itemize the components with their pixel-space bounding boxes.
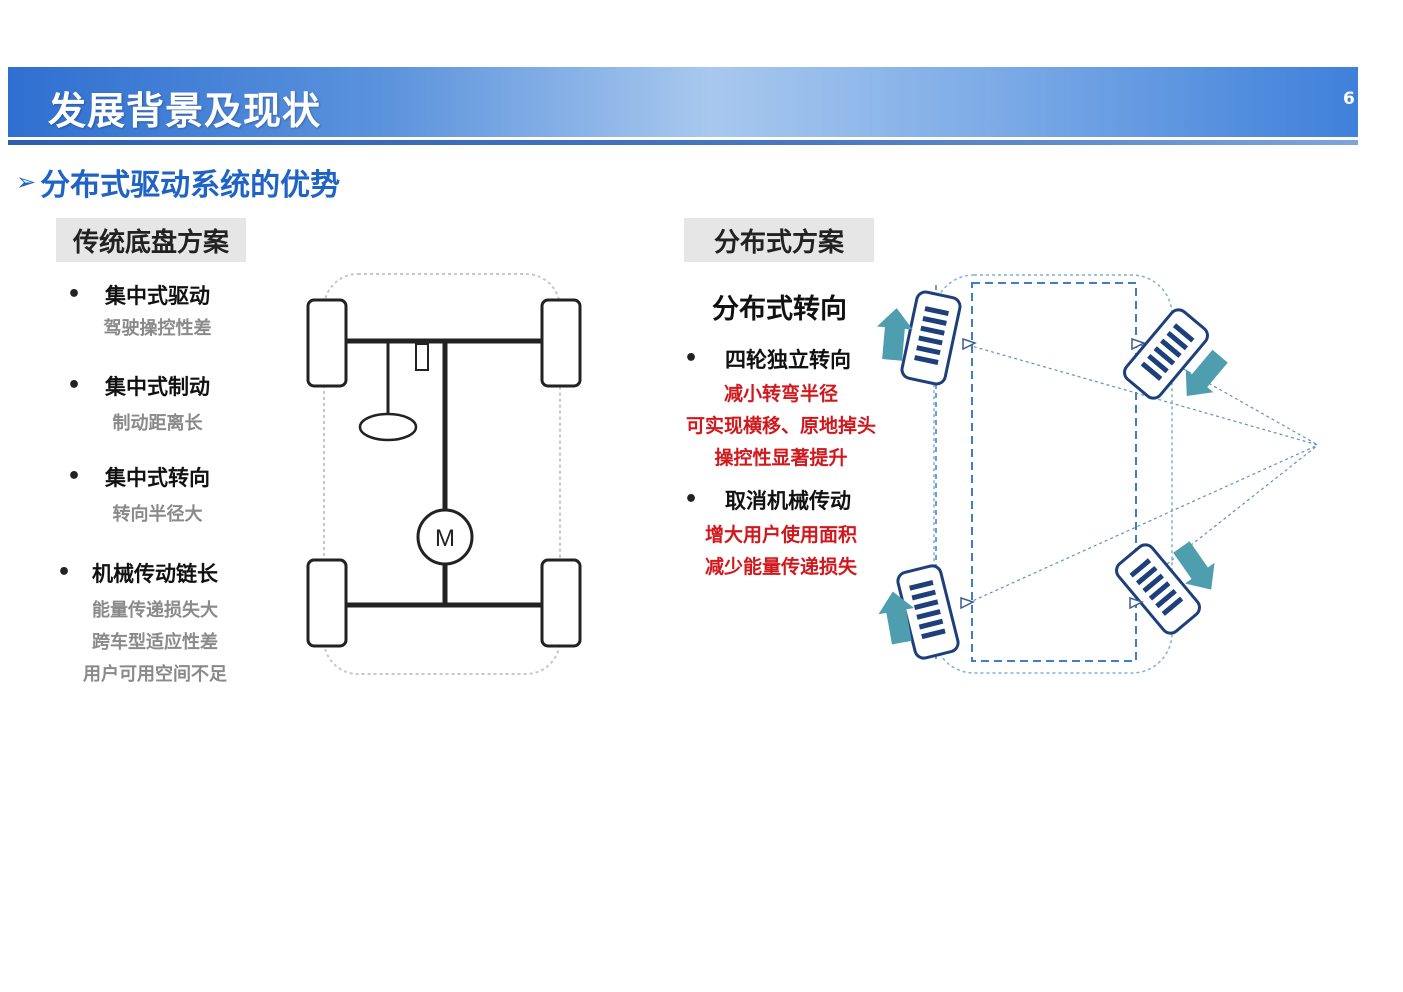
bullet: •: [57, 560, 72, 585]
steering-wheel: [358, 412, 418, 442]
item-title: 取消机械传动: [725, 489, 851, 513]
item-sub: 跨车型适应性差: [92, 632, 218, 653]
motor-label: M: [435, 525, 455, 552]
car-outline: [323, 273, 561, 675]
item-sub: 可实现横移、原地掉头: [685, 415, 876, 437]
item-sub: 制动距离长: [112, 413, 203, 434]
bullet: •: [684, 487, 699, 512]
list-item: 取消机械传动 增大用户使用面积 减少能量传递损失: [676, 485, 886, 579]
distributed-subtitle: 分布式转向: [712, 294, 847, 325]
item-sub: 减小转弯半径: [723, 383, 838, 405]
distributed-label: 分布式方案: [684, 218, 874, 262]
section-heading: ➢ 分布式驱动系统的优势: [16, 160, 340, 204]
list-item: 四轮独立转向 减小转弯半径 可实现横移、原地掉头 操控性显著提升: [676, 344, 886, 470]
item-sub: 转向半径大: [112, 504, 203, 525]
list-item: 集中式转向 转向半径大: [80, 462, 235, 526]
bullet: •: [67, 282, 82, 307]
wheel-front-left: [898, 288, 964, 388]
traditional-label: 传统底盘方案: [56, 218, 246, 262]
bullet: •: [684, 346, 699, 371]
inner-frame: [971, 282, 1137, 662]
wheel-rear-right: [540, 558, 582, 648]
arrow-rear-left-icon: [878, 591, 914, 645]
item-title: 集中式驱动: [105, 284, 210, 308]
item-title: 集中式制动: [105, 375, 210, 399]
arrow-front-right-icon: [1185, 349, 1228, 396]
arrow-right-icon: ➢: [16, 168, 37, 196]
motor-icon: [416, 508, 474, 566]
item-sub: 驾驶操控性差: [103, 318, 212, 339]
bullet: •: [67, 464, 82, 489]
wheel-front-left: [306, 298, 348, 388]
list-item: 机械传动链长 能量传递损失大 跨车型适应性差 用户可用空间不足: [70, 558, 240, 686]
page-number: 6: [1343, 89, 1355, 109]
car-outline: [933, 274, 1173, 674]
turning-radius-lines: [967, 344, 1319, 604]
section-heading-text: 分布式驱动系统的优势: [40, 168, 341, 203]
arrow-rear-right-icon: [1173, 541, 1215, 590]
item-sub: 增大用户使用面积: [704, 524, 857, 546]
header-bar: [8, 67, 1358, 137]
distributed-steering-diagram: [876, 274, 1319, 674]
traditional-chassis-diagram: M: [306, 273, 582, 675]
wheel-rear-left: [306, 558, 348, 648]
item-sub: 能量传递损失大: [92, 600, 218, 621]
item-title: 集中式转向: [105, 466, 210, 490]
sensor-markers: [960, 337, 1146, 610]
bullet: •: [67, 373, 82, 398]
arrow-front-left-icon: [876, 308, 913, 361]
item-sub: 减少能量传递损失: [704, 556, 857, 578]
item-sub: 操控性显著提升: [714, 447, 848, 469]
item-title: 机械传动链长: [92, 562, 218, 586]
header-underline: [8, 140, 1358, 145]
list-item: 集中式驱动 驾驶操控性差: [80, 280, 235, 340]
item-sub: 用户可用空间不足: [83, 664, 227, 685]
list-item: 集中式制动 制动距离长: [80, 371, 235, 435]
page-title: 发展背景及现状: [48, 89, 322, 133]
item-title: 四轮独立转向: [725, 348, 851, 372]
pedal: [415, 343, 429, 371]
wheel-front-right: [540, 298, 582, 388]
